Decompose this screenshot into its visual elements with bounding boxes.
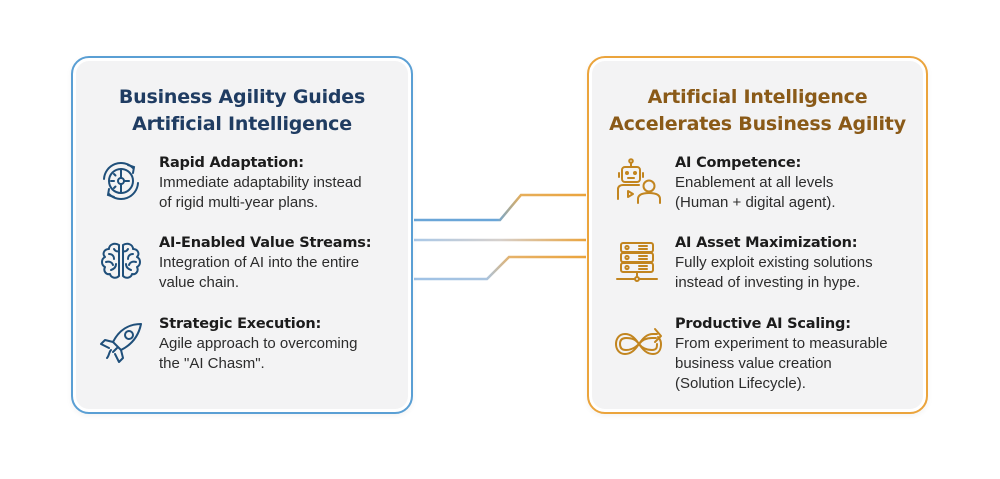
left-title-line2: Artificial Intelligence bbox=[132, 113, 352, 135]
item-heading: AI Competence: bbox=[675, 155, 802, 171]
item-desc-line: the "AI Chasm". bbox=[159, 355, 265, 372]
rocket-icon bbox=[97, 318, 145, 366]
item-heading: AI Asset Maximization: bbox=[675, 235, 858, 251]
list-item-productive-ai-scaling: Productive AI Scaling: From experiment t… bbox=[589, 314, 926, 392]
item-desc-line: Enablement at all levels bbox=[675, 174, 834, 191]
list-item-rapid-adaptation: Rapid Adaptation: Immediate adaptability… bbox=[73, 153, 411, 223]
item-desc-line: From experiment to measurable bbox=[675, 335, 888, 352]
item-heading: Strategic Execution: bbox=[159, 316, 322, 332]
item-desc-line: business value creation bbox=[675, 355, 832, 372]
item-desc-line: (Human + digital agent). bbox=[675, 194, 836, 211]
item-desc-line: Agile approach to overcoming bbox=[159, 335, 358, 352]
item-desc-line: Integration of AI into the entire bbox=[159, 254, 360, 271]
item-heading: AI-Enabled Value Streams: bbox=[159, 235, 372, 251]
list-item-ai-competence: AI Competence: Enablement at all levels … bbox=[589, 153, 926, 223]
left-panel-title: Business Agility Guides Artificial Intel… bbox=[73, 84, 411, 138]
item-desc-line: value chain. bbox=[159, 274, 240, 291]
right-title-line2: Accelerates Business Agility bbox=[609, 113, 906, 135]
connector-top bbox=[414, 193, 586, 222]
artificial-intelligence-panel: Artificial Intelligence Accelerates Busi… bbox=[587, 56, 928, 414]
clock-cycle-icon bbox=[97, 157, 145, 205]
business-agility-panel: Business Agility Guides Artificial Intel… bbox=[71, 56, 413, 414]
server-stack-icon bbox=[613, 237, 661, 285]
right-title-line1: Artificial Intelligence bbox=[647, 86, 868, 108]
item-heading: Rapid Adaptation: bbox=[159, 155, 304, 171]
right-panel-title: Artificial Intelligence Accelerates Busi… bbox=[589, 84, 926, 138]
list-item-ai-value-streams: AI-Enabled Value Streams: Integration of… bbox=[73, 233, 411, 303]
list-item-strategic-execution: Strategic Execution: Agile approach to o… bbox=[73, 314, 411, 384]
left-title-line1: Business Agility Guides bbox=[118, 86, 366, 108]
robot-person-icon bbox=[613, 157, 661, 205]
item-heading: Productive AI Scaling: bbox=[675, 316, 851, 332]
item-desc-line: Fully exploit existing solutions bbox=[675, 254, 873, 271]
list-item-ai-asset-maximization: AI Asset Maximization: Fully exploit exi… bbox=[589, 233, 926, 303]
item-desc-line: Immediate adaptability instead bbox=[159, 174, 362, 191]
brain-icon bbox=[97, 237, 145, 285]
item-desc-line: (Solution Lifecycle). bbox=[675, 375, 806, 392]
item-desc-line: instead of investing in hype. bbox=[675, 274, 861, 291]
infinity-arrow-icon bbox=[613, 318, 662, 366]
item-desc-line: of rigid multi-year plans. bbox=[159, 194, 319, 211]
connector-bottom bbox=[414, 255, 586, 281]
